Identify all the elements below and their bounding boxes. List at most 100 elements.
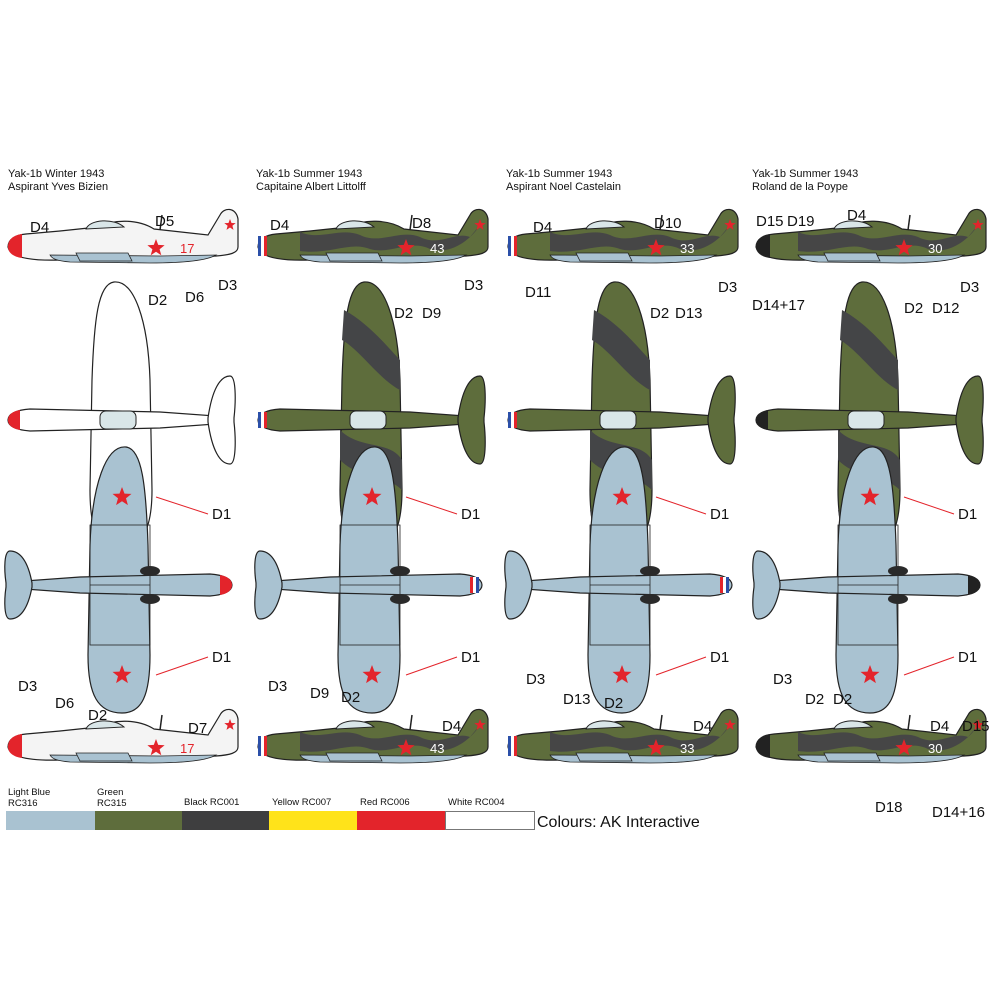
- callout-label: D7: [188, 720, 207, 737]
- spinner-red: [264, 412, 267, 428]
- tailplane: [955, 375, 984, 465]
- leader-line: [655, 496, 707, 515]
- belly: [49, 254, 218, 264]
- callout-d3: D3: [464, 277, 483, 294]
- spinner: [756, 734, 770, 758]
- tactical-number: 33: [680, 241, 694, 256]
- fuselage-star: [895, 739, 913, 756]
- canopy: [85, 720, 126, 730]
- tactical-number: 17: [180, 241, 194, 256]
- chip-green: [95, 811, 185, 830]
- callout-label: D4: [847, 207, 866, 224]
- callout-d2: D2: [604, 695, 623, 712]
- callout-label: D3: [773, 671, 792, 688]
- spinner-blue: [258, 412, 261, 428]
- fuselage-star: [397, 239, 415, 256]
- callout-label: D1: [461, 649, 480, 666]
- side-profile-lower-1: 17: [7, 708, 239, 764]
- spinner: [8, 234, 22, 258]
- spinner-blue: [508, 736, 511, 756]
- wing-camo-1: [592, 310, 650, 390]
- leader-line: [405, 656, 458, 676]
- canopy: [335, 220, 376, 230]
- callout-d1: D1: [405, 649, 480, 676]
- lower-wing-star: [362, 487, 382, 506]
- aerial-mast: [659, 714, 663, 731]
- callout-label: D9: [310, 685, 329, 702]
- callout-label: D1: [710, 506, 729, 523]
- aerial-mast: [659, 214, 663, 231]
- chip-yellow: [269, 811, 359, 830]
- spinner-white: [261, 736, 264, 756]
- lower-wing-star: [112, 665, 132, 684]
- canopy: [585, 220, 626, 230]
- camouflage-band: [798, 225, 978, 252]
- callout-label: D18: [875, 799, 903, 816]
- callout-d1: D1: [655, 496, 729, 523]
- side-profile-upper-3: 33: [507, 208, 739, 264]
- side-profile-lower-2: 43: [257, 708, 489, 764]
- tailplane: [457, 375, 486, 465]
- callout-d12: D12: [932, 300, 960, 317]
- fuselage-star: [147, 739, 165, 756]
- tail-star: [224, 719, 236, 730]
- belly: [299, 254, 468, 264]
- callout-label: D14+16: [932, 804, 985, 821]
- callout-d19: D19: [787, 213, 815, 230]
- callout-d14-17: D14+17: [752, 297, 805, 314]
- callout-d3: D3: [960, 279, 979, 296]
- wheel-well: [888, 594, 908, 604]
- callout-d9: D9: [310, 685, 329, 702]
- tail-star: [724, 719, 736, 730]
- callout-d2: D2: [904, 300, 923, 317]
- callout-d1: D1: [903, 649, 977, 676]
- camouflage-band: [300, 725, 480, 752]
- wing-camo-1: [840, 310, 898, 390]
- callout-d2: D2: [341, 689, 360, 706]
- callout-d4: D4: [442, 718, 461, 735]
- lower-wing-star: [362, 665, 382, 684]
- camouflage-band: [798, 725, 978, 752]
- tail-star: [724, 219, 736, 230]
- callout-label: D1: [461, 506, 480, 523]
- fuselage-star: [895, 239, 913, 256]
- canopy: [585, 720, 626, 730]
- canopy: [833, 220, 874, 230]
- callout-label: D1: [710, 649, 729, 666]
- fuselage: [755, 708, 987, 761]
- callout-label: D2: [604, 695, 623, 712]
- callout-d15: D15: [756, 213, 784, 230]
- callout-label: D9: [422, 305, 441, 322]
- leader-line: [155, 656, 209, 676]
- aerial-mast: [907, 714, 911, 731]
- spinner-lower: [968, 575, 980, 595]
- callout-label: D14+17: [752, 297, 805, 314]
- chip-label-yellow: Yellow RC007: [272, 797, 332, 808]
- chip-label-red: Red RC006: [360, 797, 410, 808]
- wing-root: [575, 752, 633, 762]
- chip-label-white: White RC004: [448, 797, 505, 808]
- callout-label: D3: [960, 279, 979, 296]
- callout-d1: D1: [655, 649, 729, 676]
- callout-label: D3: [268, 678, 287, 695]
- callout-label: D13: [675, 305, 703, 322]
- side-profile-lower-3: 33: [507, 708, 739, 764]
- spinner-red: [264, 236, 267, 256]
- belly: [549, 254, 718, 264]
- wheel-well: [640, 594, 660, 604]
- callout-label: D1: [212, 649, 231, 666]
- wing-root: [325, 752, 383, 762]
- lower-wing-star: [860, 487, 880, 506]
- chip-label-black: Black RC001: [184, 797, 240, 808]
- spinner: [756, 234, 770, 258]
- lower-tailplane: [254, 550, 283, 620]
- side-profile-upper-4: 30: [755, 208, 987, 264]
- callout-label: D4: [693, 718, 712, 735]
- callout-label: D3: [18, 678, 37, 695]
- side-profile-lower-4: 30: [755, 708, 987, 764]
